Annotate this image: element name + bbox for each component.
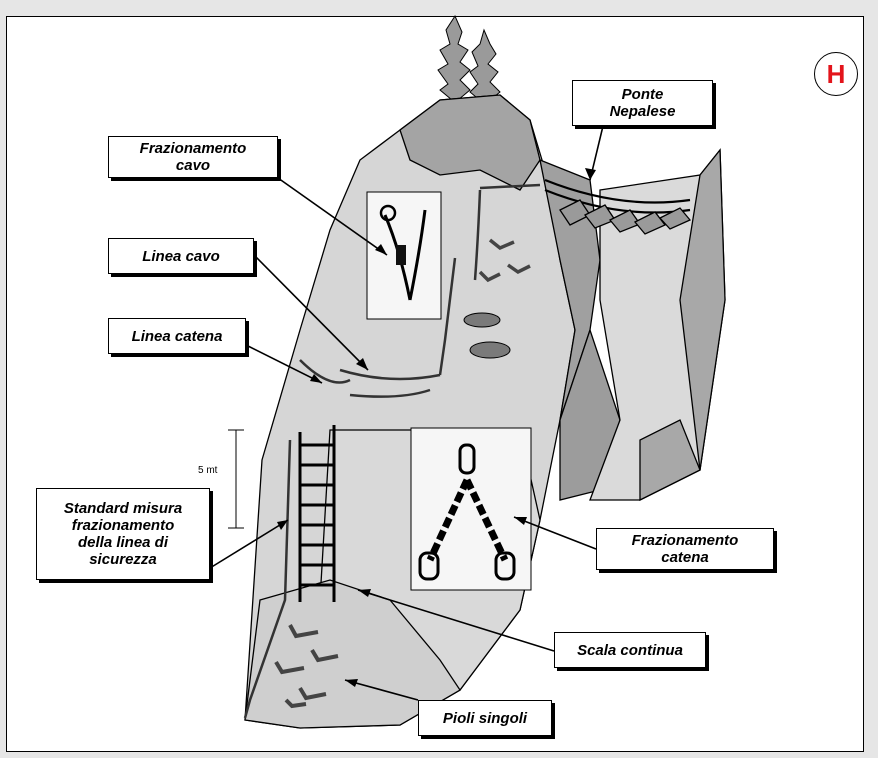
- section-letter-badge: H: [814, 52, 858, 96]
- measure-label: 5 mt: [198, 465, 217, 476]
- label-frazionamento-catena: Frazionamento catena: [596, 528, 774, 570]
- label-linea-catena: Linea catena: [108, 318, 246, 354]
- label-pioli-singoli: Pioli singoli: [418, 700, 552, 736]
- chain-inset: [411, 428, 531, 590]
- label-ponte-nepalese: Ponte Nepalese: [572, 80, 713, 126]
- label-frazionamento-cavo: Frazionamento cavo: [108, 136, 278, 178]
- trees: [438, 16, 500, 102]
- label-linea-cavo: Linea cavo: [108, 238, 254, 274]
- label-scala-continua: Scala continua: [554, 632, 706, 668]
- measure-bar: [228, 430, 244, 528]
- label-standard-misura: Standard misura frazionamento della line…: [36, 488, 210, 580]
- cable-inset: [367, 192, 441, 319]
